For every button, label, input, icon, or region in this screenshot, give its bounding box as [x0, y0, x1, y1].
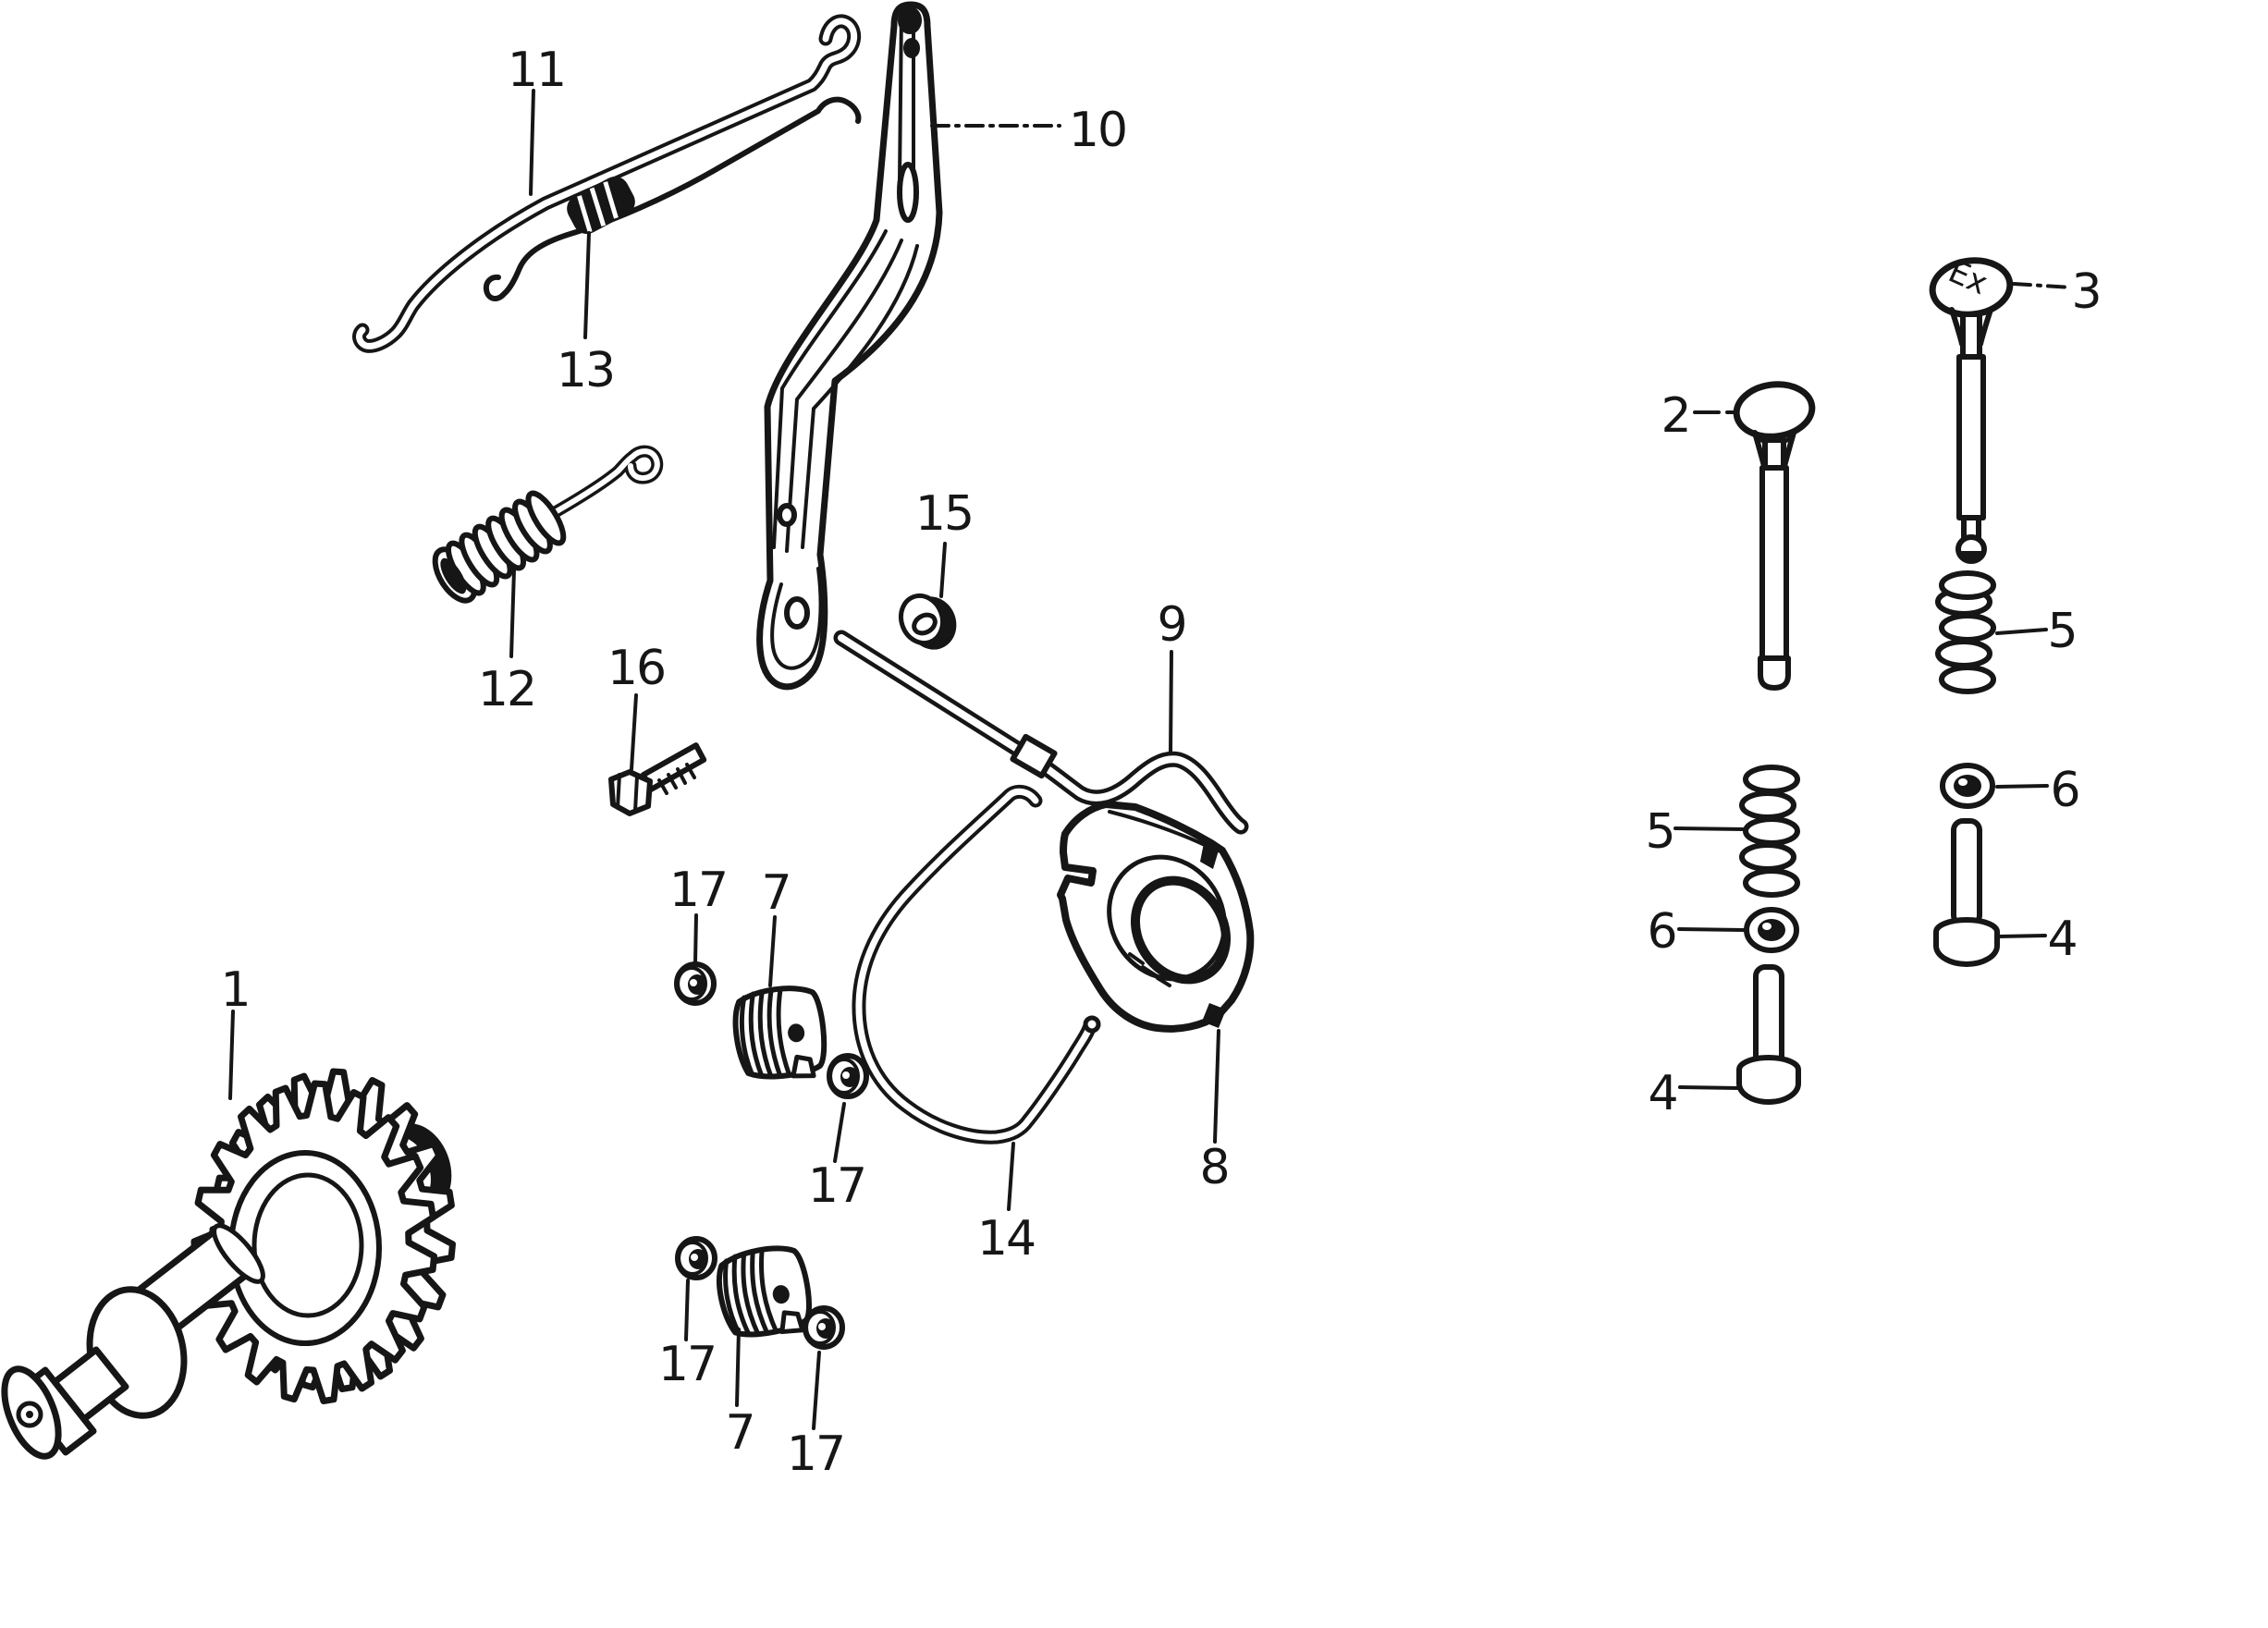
callout-13: 13	[557, 343, 614, 398]
governor-rod	[352, 14, 862, 353]
valve-spring-right	[1935, 570, 1996, 694]
leader-17-d	[812, 1351, 821, 1430]
leader-1	[228, 1010, 235, 1100]
leader-14	[1007, 1142, 1015, 1211]
leader-4-left	[1678, 1085, 1740, 1090]
callout-8: 8	[1199, 1140, 1228, 1195]
lever-hole	[777, 503, 797, 527]
return-spring	[432, 445, 664, 604]
leader-13	[583, 231, 591, 339]
arm-collar	[1010, 733, 1058, 779]
lock-nut-b	[827, 1053, 869, 1099]
valve-lifter-left	[1736, 964, 1801, 1105]
valve-lifter-right	[1933, 818, 2000, 967]
leader-17-b	[833, 1102, 846, 1163]
callout-5-right: 5	[2047, 604, 2076, 659]
callout-1: 1	[220, 962, 249, 1018]
callout-2: 2	[1661, 388, 1689, 444]
leader-6-right	[1995, 784, 2049, 789]
lever-arm	[756, 1, 943, 691]
leader-15	[939, 542, 947, 598]
spring-retainer-right	[1940, 763, 1995, 809]
callout-10: 10	[1069, 103, 1126, 158]
leader-5-left	[1673, 826, 1746, 831]
callout-12: 12	[478, 662, 535, 717]
callout-17-a: 17	[669, 863, 727, 918]
callout-16: 16	[607, 641, 665, 696]
callout-4-right: 4	[2047, 912, 2076, 967]
valve-spring-left	[1739, 765, 1800, 898]
rod-spring-coil	[567, 176, 635, 235]
callout-7-lower: 7	[725, 1405, 754, 1461]
leader-lines	[228, 89, 2073, 1430]
leader-17-a	[693, 913, 698, 964]
adjuster-lower	[717, 1245, 812, 1338]
leader-7-lower	[735, 1328, 741, 1407]
callout-9: 9	[1157, 597, 1185, 653]
callout-11: 11	[508, 43, 565, 98]
callout-17-b: 17	[808, 1158, 865, 1214]
cam-plate	[1057, 801, 1255, 1033]
callout-7-upper: 7	[761, 865, 790, 921]
callout-15: 15	[915, 486, 973, 542]
callout-17-d: 17	[787, 1426, 844, 1482]
friction-spring-clip	[852, 784, 1101, 1144]
adjusting-nut	[898, 593, 957, 650]
callout-3: 3	[2071, 264, 2100, 320]
callout-labels: 1 2 3 4 4 5 5 6 6 7 7 8 9 10 11 12 13 14…	[220, 43, 2102, 1482]
leader-5-right	[1995, 628, 2048, 635]
callout-17-c: 17	[658, 1337, 716, 1392]
callout-6-left: 6	[1647, 904, 1675, 960]
rod-spring-wire	[483, 96, 862, 301]
camshaft-assembly	[1, 1068, 456, 1460]
leader-3	[2012, 282, 2073, 289]
exhaust-valve: Ex	[1929, 253, 2014, 564]
adjuster-upper	[732, 985, 828, 1080]
leader-6-left	[1677, 927, 1746, 932]
leader-17-c	[684, 1279, 690, 1341]
callout-4-left: 4	[1648, 1066, 1676, 1121]
leader-11	[529, 89, 535, 196]
callout-14: 14	[977, 1211, 1035, 1267]
inlet-valve	[1733, 381, 1816, 691]
leader-7-upper	[768, 915, 777, 987]
governor-arm-shaft	[833, 630, 1249, 835]
leader-12	[509, 568, 516, 658]
lock-nut-d	[803, 1305, 845, 1350]
callout-5-left: 5	[1645, 804, 1673, 860]
lever-clevis-hole	[784, 596, 810, 630]
spring-retainer-left	[1744, 907, 1799, 953]
leader-16	[630, 693, 638, 771]
lock-nut-c	[675, 1236, 717, 1280]
leader-8	[1213, 1029, 1220, 1144]
callout-6-right: 6	[2050, 763, 2078, 818]
lock-nut-a	[674, 961, 717, 1006]
pivot-bolt	[608, 742, 707, 816]
